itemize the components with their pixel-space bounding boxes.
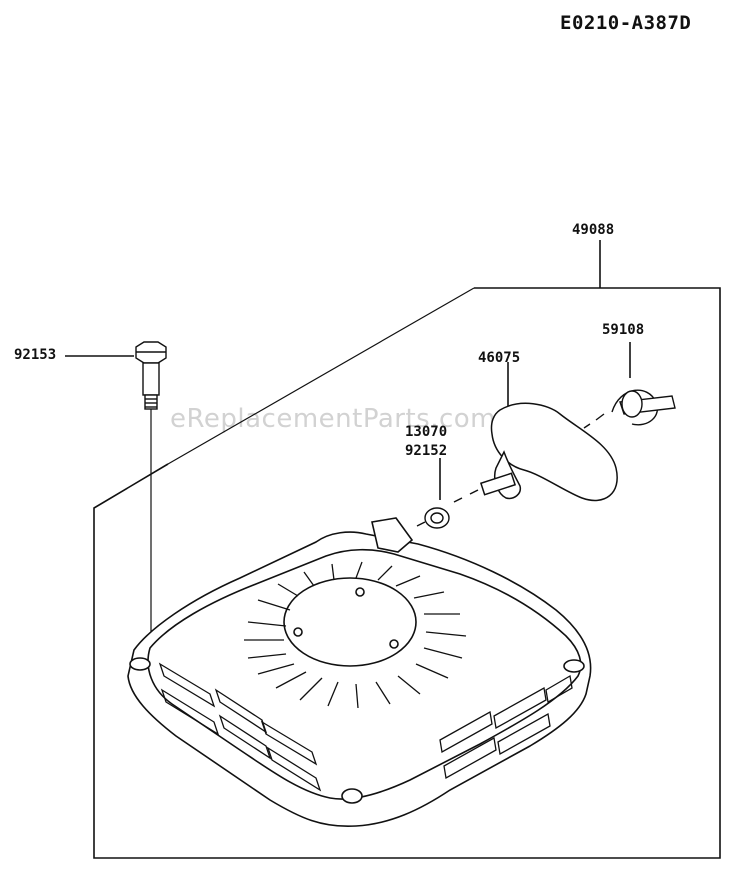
rope-59108 xyxy=(583,389,676,429)
assembly-boundary xyxy=(93,287,721,859)
watermark: eReplacementParts.com xyxy=(170,404,497,434)
bolt-92153 xyxy=(135,341,167,652)
part-label-13070: 13070 xyxy=(405,424,448,440)
bushing-92152 xyxy=(416,507,450,529)
part-label-49088: 49088 xyxy=(572,222,615,238)
part-label-92152: 92152 xyxy=(405,443,448,459)
part-label-46075: 46075 xyxy=(478,350,521,366)
handle-46075 xyxy=(453,402,618,503)
diagram-code: E0210-A387D xyxy=(560,12,692,34)
part-label-92153: 92153 xyxy=(14,347,57,363)
part-label-59108: 59108 xyxy=(602,322,645,338)
starter-housing xyxy=(127,517,592,828)
